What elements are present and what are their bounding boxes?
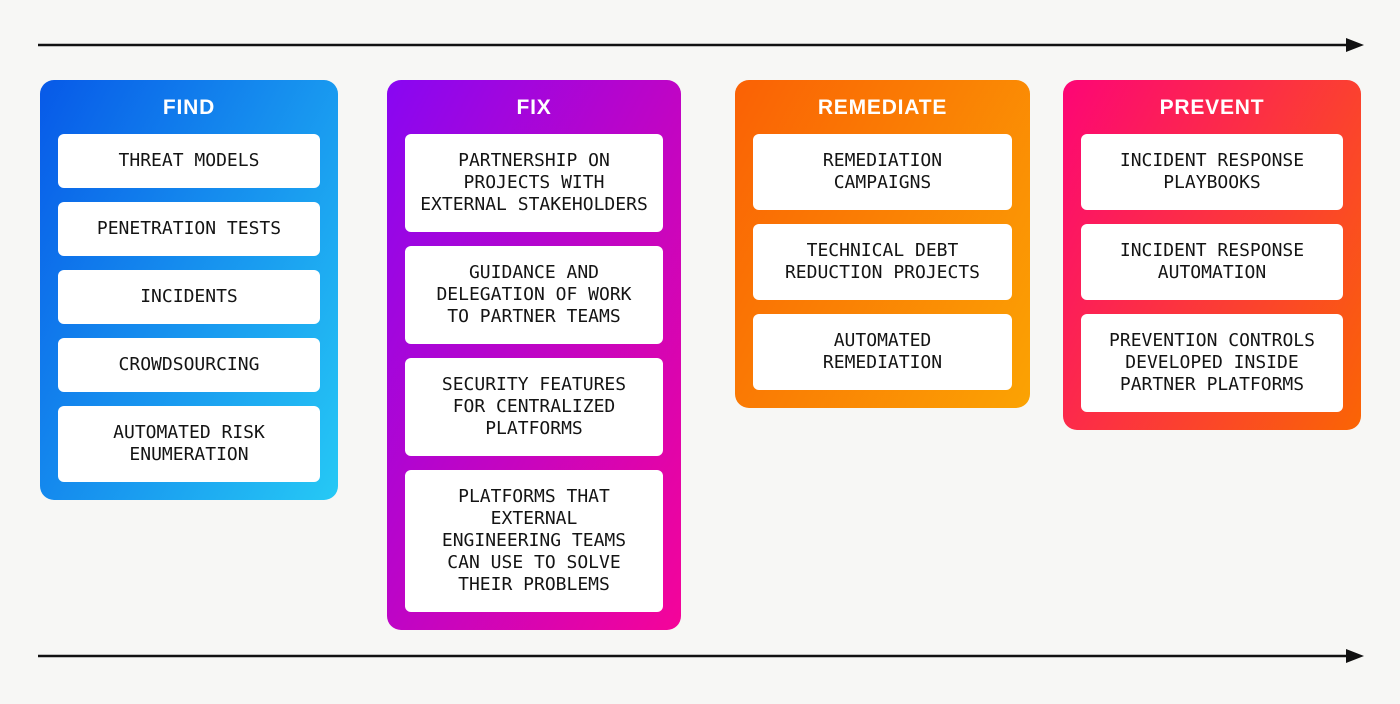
panel-title-fix: FIX — [516, 96, 552, 119]
card-fix-0: PARTNERSHIP ON PROJECTS WITH EXTERNAL ST… — [405, 134, 663, 232]
card-remediate-1: TECHNICAL DEBT REDUCTION PROJECTS — [753, 224, 1012, 300]
panel-title-find: FIND — [162, 96, 216, 119]
card-list-fix: PARTNERSHIP ON PROJECTS WITH EXTERNAL ST… — [405, 134, 663, 612]
card-label-find-0: THREAT MODELS — [118, 150, 260, 171]
card-find-3: CROWDSOURCING — [58, 338, 320, 392]
card-label-find-3: CROWDSOURCING — [118, 354, 260, 375]
card-find-1: PENETRATION TESTS — [58, 202, 320, 256]
card-list-remediate: REMEDIATION CAMPAIGNS TECHNICAL DEBT REDU… — [753, 134, 1012, 390]
panel-title-prevent: PREVENT — [1159, 96, 1265, 119]
timeline-arrow-bottom — [38, 649, 1364, 663]
card-find-0: THREAT MODELS — [58, 134, 320, 188]
card-label-fix-0: PARTNERSHIP ON PROJECTS WITH EXTERNAL ST… — [420, 150, 648, 215]
card-label-prevent-1: INCIDENT RESPONSE AUTOMATION — [1119, 240, 1305, 283]
card-label-fix-1: GUIDANCE AND DELEGATION OF WORK TO PARTN… — [436, 262, 632, 327]
card-fix-2: SECURITY FEATURES FOR CENTRALIZED PLATFO… — [405, 358, 663, 456]
card-find-2: INCIDENTS — [58, 270, 320, 324]
panel-title-remediate: REMEDIATE — [817, 96, 948, 119]
card-label-fix-3: PLATFORMS THAT EXTERNAL ENGINEERING TEAM… — [441, 486, 627, 595]
card-label-remediate-2: AUTOMATED REMEDIATION — [822, 330, 943, 373]
panel-find: FIND THREAT MODELS PENETRATION TESTS INCID… — [40, 80, 338, 500]
card-label-find-1: PENETRATION TESTS — [96, 218, 282, 239]
card-find-4: AUTOMATED RISK ENUMERATION — [58, 406, 320, 482]
card-fix-3: PLATFORMS THAT EXTERNAL ENGINEERING TEAM… — [405, 470, 663, 612]
panel-fix: FIX PARTNERSHIP ON PROJECTS WITH EXTERNA… — [387, 80, 681, 630]
card-label-prevent-0: INCIDENT RESPONSE PLAYBOOKS — [1119, 150, 1305, 193]
card-label-remediate-0: REMEDIATION CAMPAIGNS — [822, 150, 943, 193]
card-remediate-2: AUTOMATED REMEDIATION — [753, 314, 1012, 390]
card-fix-1: GUIDANCE AND DELEGATION OF WORK TO PARTN… — [405, 246, 663, 344]
panel-remediate: REMEDIATE REMEDIATION CAMPAIGNS TECHNICAL… — [735, 80, 1030, 408]
timeline-arrow-top — [38, 38, 1364, 52]
card-label-find-4: AUTOMATED RISK ENUMERATION — [113, 422, 265, 465]
card-list-prevent: INCIDENT RESPONSE PLAYBOOKS INCIDENT RESP… — [1081, 134, 1343, 412]
card-prevent-0: INCIDENT RESPONSE PLAYBOOKS — [1081, 134, 1343, 210]
card-list-find: THREAT MODELS PENETRATION TESTS INCIDENTS C… — [58, 134, 320, 482]
card-label-fix-2: SECURITY FEATURES FOR CENTRALIZED PLATFO… — [441, 374, 627, 439]
card-prevent-1: INCIDENT RESPONSE AUTOMATION — [1081, 224, 1343, 300]
card-prevent-2: PREVENTION CONTROLS DEVELOPED INSIDE PAR… — [1081, 314, 1343, 412]
card-label-remediate-1: TECHNICAL DEBT REDUCTION PROJECTS — [784, 240, 981, 283]
card-label-prevent-2: PREVENTION CONTROLS DEVELOPED INSIDE PAR… — [1109, 330, 1315, 395]
card-label-find-2: INCIDENTS — [140, 286, 238, 307]
card-remediate-0: REMEDIATION CAMPAIGNS — [753, 134, 1012, 210]
